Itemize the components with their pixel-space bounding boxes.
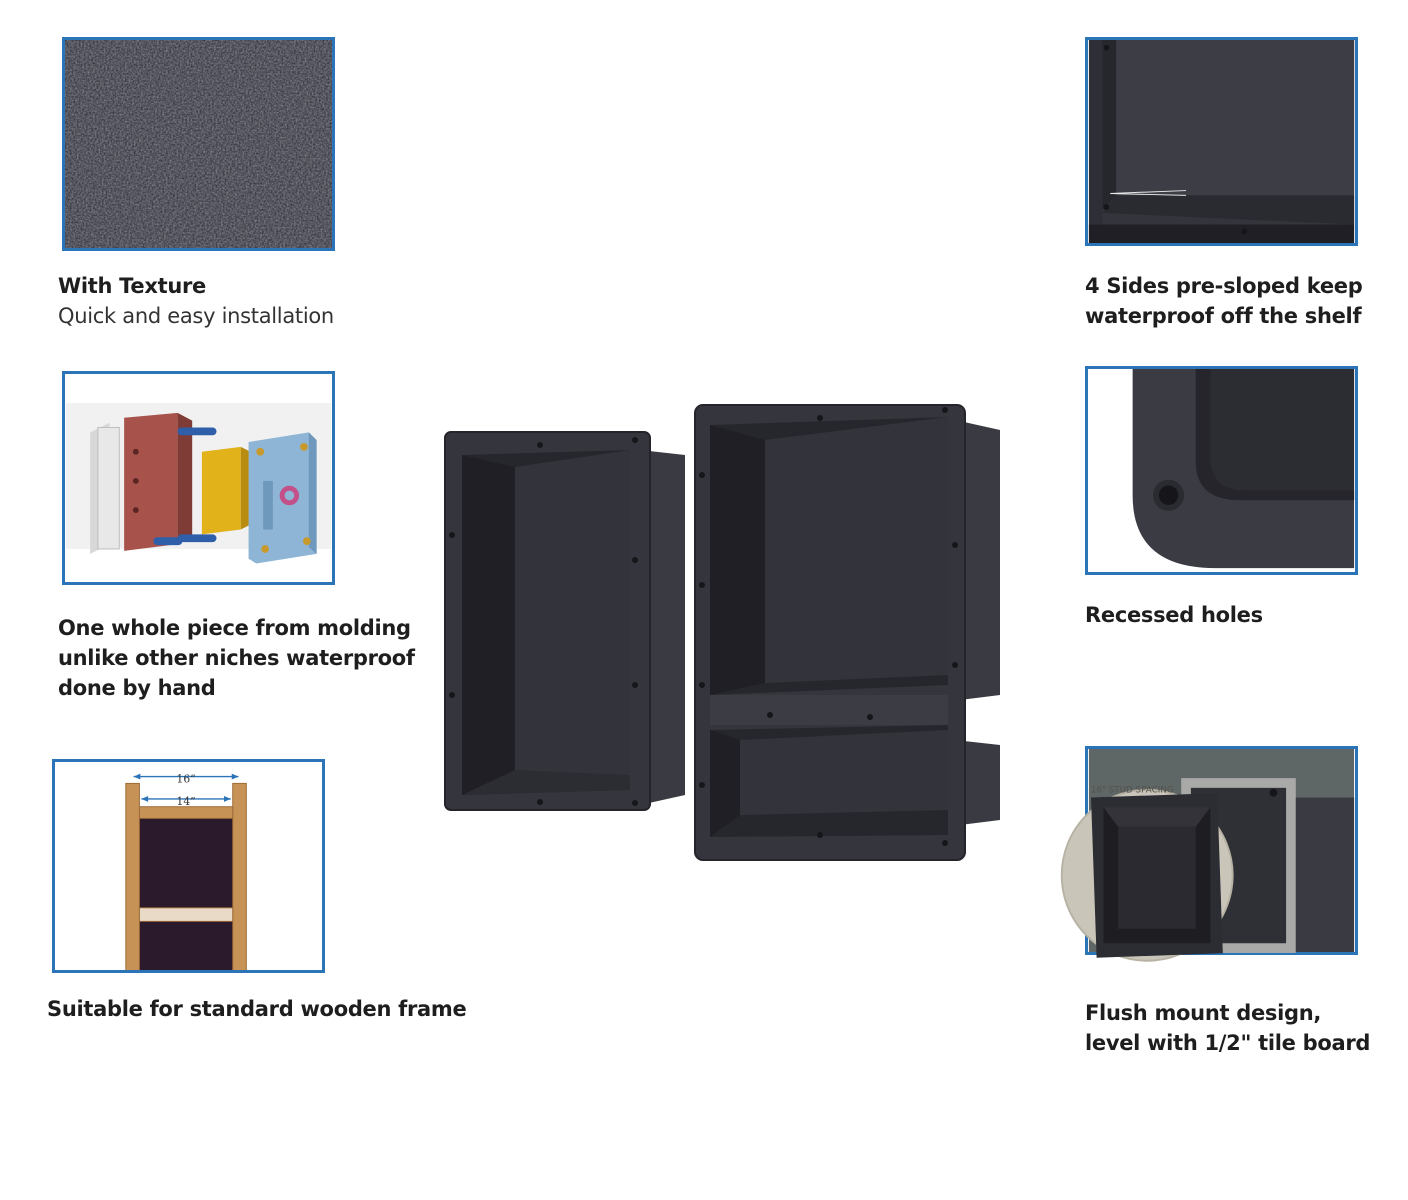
flush-image-panel: 16" STUD SPACING (1060, 746, 1358, 962)
texture-title: With Texture (58, 274, 206, 298)
texture-caption: With Texture Quick and easy installation (58, 271, 334, 331)
frame-caption: Suitable for standard wooden frame (47, 994, 467, 1024)
sloped-line-2: waterproof off the shelf (1085, 304, 1362, 328)
molding-line-3: done by hand (58, 676, 216, 700)
molding-line-2: unlike other niches waterproof (58, 646, 415, 670)
stud-spacing-label: 16" STUD SPACING (1091, 786, 1174, 796)
product-image (440, 395, 1010, 870)
sloped-image-panel (1085, 37, 1358, 246)
flush-line-2: level with 1/2" tile board (1085, 1031, 1371, 1055)
sloped-line-1: 4 Sides pre-sloped keep (1085, 274, 1363, 298)
texture-image-panel (62, 37, 335, 251)
texture-subtitle: Quick and easy installation (58, 304, 334, 328)
molding-line-1: One whole piece from molding (58, 616, 411, 640)
texture-swatch-icon (65, 40, 332, 248)
holes-caption: Recessed holes (1085, 600, 1263, 630)
flush-caption: Flush mount design, level with 1/2" tile… (1085, 998, 1370, 1058)
sloped-caption: 4 Sides pre-sloped keep waterproof off t… (1085, 271, 1363, 331)
molding-image-panel (62, 371, 335, 585)
holes-image-panel (1085, 366, 1358, 575)
molding-caption: One whole piece from molding unlike othe… (58, 613, 415, 703)
holes-title: Recessed holes (1085, 603, 1263, 627)
sloped-corner-icon (1088, 40, 1355, 243)
dim-inner-label: 14” (177, 795, 196, 808)
dim-outer-label: 16” (177, 772, 196, 785)
flush-line-1: Flush mount design, (1085, 1001, 1322, 1025)
recessed-hole-icon (1088, 369, 1355, 572)
frame-title: Suitable for standard wooden frame (47, 997, 467, 1021)
shower-niche-pair-icon (444, 404, 1000, 861)
mold-assembly-icon (65, 374, 332, 582)
frame-image-panel: 16” 14” (52, 759, 325, 973)
flush-mount-icon: 16" STUD SPACING (1060, 749, 1355, 962)
wooden-frame-icon: 16” 14” (55, 762, 322, 970)
